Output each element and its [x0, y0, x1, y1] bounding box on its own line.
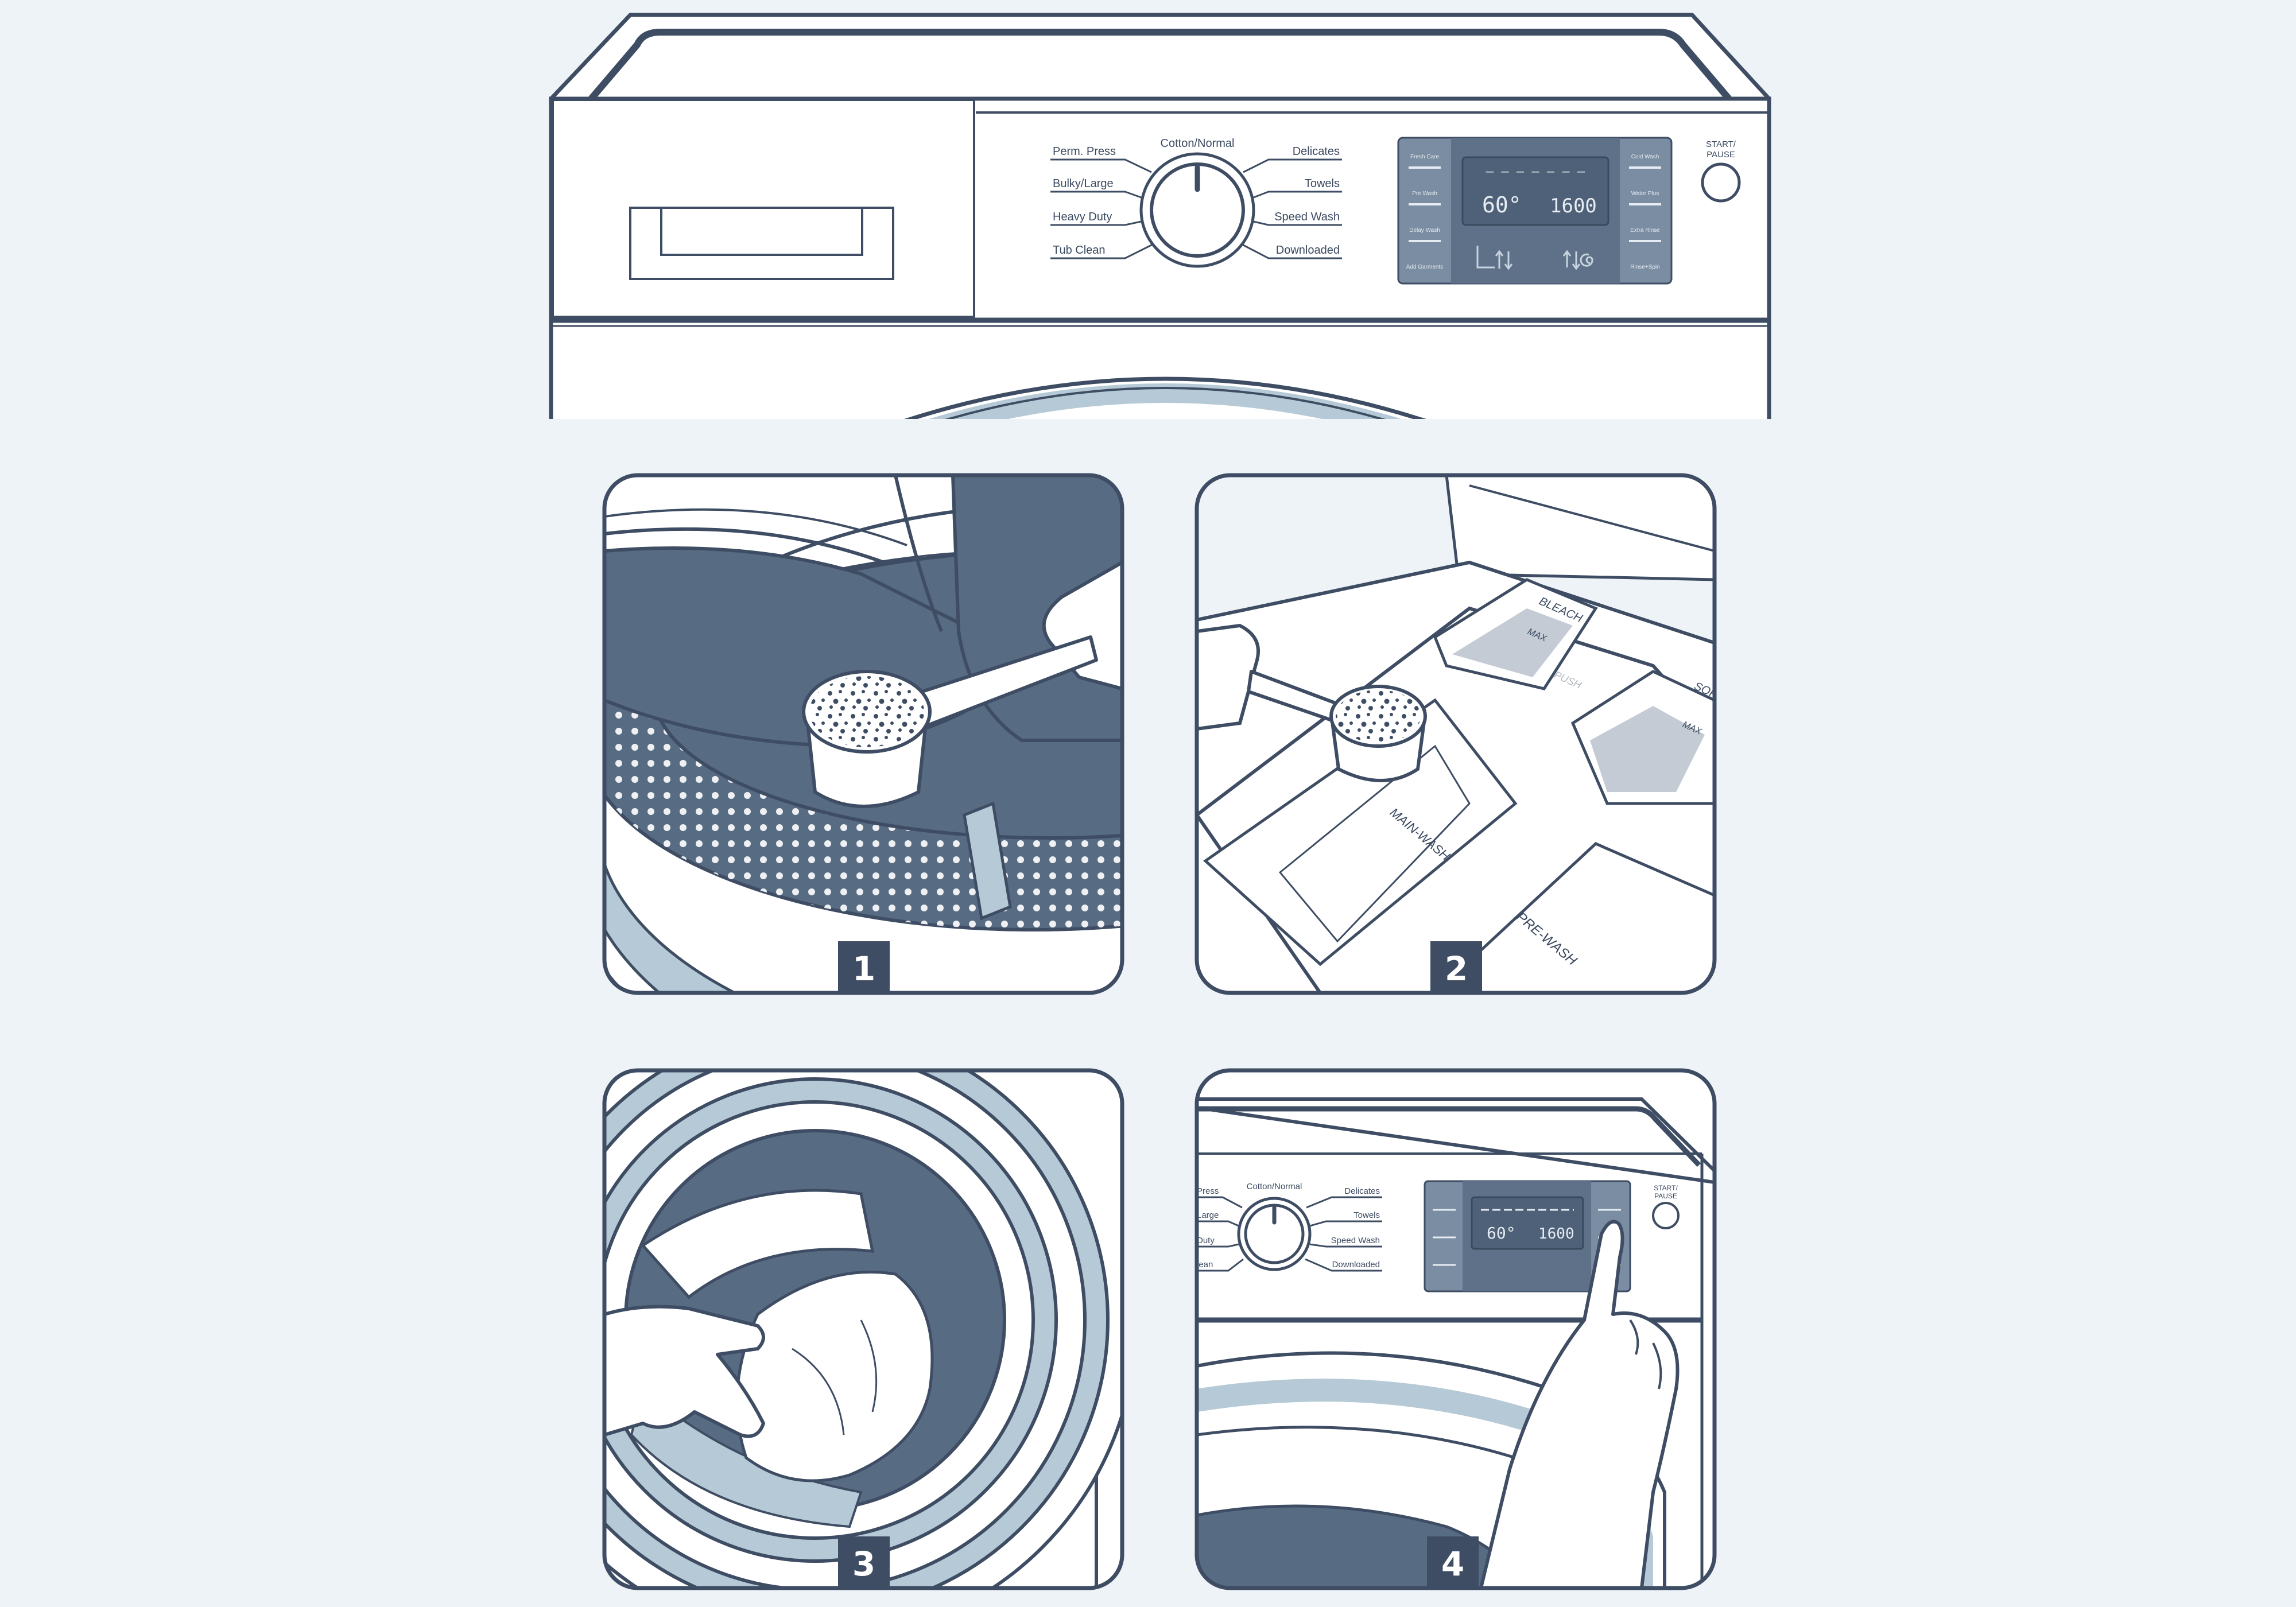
program-delicates[interactable]: Delicates [1293, 145, 1340, 158]
start-pause-label-line1: START/ [1706, 139, 1736, 149]
p4-program-downloaded: Downloaded [1332, 1260, 1380, 1270]
step-2-panel: BLEACH MAX PUSH SOF MAX MAIN-WASH PRE-WA… [1194, 473, 1717, 995]
p4-start-pause-line1: START/ [1654, 1184, 1678, 1192]
p4-start-pause-line2: PAUSE [1654, 1192, 1677, 1200]
program-bulky-large[interactable]: Bulky/Large [1053, 177, 1114, 190]
program-heavy-duty[interactable]: Heavy Duty [1053, 211, 1112, 223]
display-temperature: 60° [1482, 192, 1522, 218]
p4-program-press: Press [1197, 1186, 1219, 1196]
p4-program-lean: lean [1197, 1260, 1213, 1270]
control-display-panel: — — — — — — — 60° 1600 Fresh Care Pre Wa… [1397, 137, 1673, 285]
p4-program-delicates: Delicates [1344, 1186, 1380, 1196]
button-delay-wash[interactable]: Delay Wash [1409, 227, 1440, 234]
button-pre-wash[interactable]: Pre Wash [1412, 191, 1437, 197]
button-cold-wash[interactable]: Cold Wash [1631, 154, 1659, 160]
program-speed-wash[interactable]: Speed Wash [1274, 211, 1340, 223]
p4-display-temperature: 60° [1487, 1224, 1516, 1243]
program-downloaded[interactable]: Downloaded [1276, 244, 1340, 257]
program-cotton-normal[interactable]: Cotton/Normal [1161, 137, 1235, 150]
right-option-buttons: Cold Wash Water Plus Extra Rinse Rinse+S… [1629, 154, 1661, 270]
button-water-plus[interactable]: Water Plus [1631, 191, 1659, 197]
spin-arrows-icon [1562, 250, 1593, 270]
left-option-buttons: Fresh Care Pre Wash Delay Wash Add Garme… [1406, 154, 1443, 270]
step-4-panel: Press Large Duty lean Cotton/Normal Deli… [1194, 1068, 1717, 1590]
p4-display-spin: 1600 [1538, 1225, 1574, 1243]
program-tub-clean[interactable]: Tub Clean [1053, 244, 1106, 257]
step-3-panel: 3 [602, 1068, 1124, 1590]
start-pause-button[interactable] [1701, 162, 1741, 203]
p4-program-cotton-normal: Cotton/Normal [1247, 1182, 1302, 1191]
p4-start-pause-button [1652, 1202, 1680, 1229]
p4-program-towels: Towels [1353, 1210, 1380, 1220]
step-1-number: 1 [852, 949, 875, 988]
step-3-number: 3 [852, 1544, 875, 1583]
button-rinse-spin[interactable]: Rinse+Spin [1630, 264, 1659, 270]
p4-program-speed-wash: Speed Wash [1331, 1236, 1380, 1245]
button-extra-rinse[interactable]: Extra Rinse [1630, 227, 1660, 234]
temperature-arrows-icon [1476, 246, 1513, 270]
button-add-garments[interactable]: Add Garments [1406, 264, 1443, 270]
program-perm-press[interactable]: Perm. Press [1053, 145, 1116, 158]
p4-program-large: Large [1197, 1210, 1219, 1220]
step-2-number: 2 [1445, 949, 1468, 988]
step-1-panel: 1 [602, 473, 1124, 995]
display-spin-speed: 1600 [1550, 195, 1597, 218]
program-towels[interactable]: Towels [1305, 177, 1340, 190]
p4-program-duty: Duty [1197, 1236, 1215, 1245]
program-dial[interactable] [1139, 152, 1255, 268]
washing-machine-top: Perm. Press Bulky/Large Heavy Duty Tub C… [549, 13, 1771, 419]
button-fresh-care[interactable]: Fresh Care [1410, 154, 1439, 160]
display-dashes: — — — — — — — [1486, 165, 1585, 179]
start-pause-label-line2: PAUSE [1707, 150, 1735, 160]
step-4-number: 4 [1441, 1544, 1464, 1583]
